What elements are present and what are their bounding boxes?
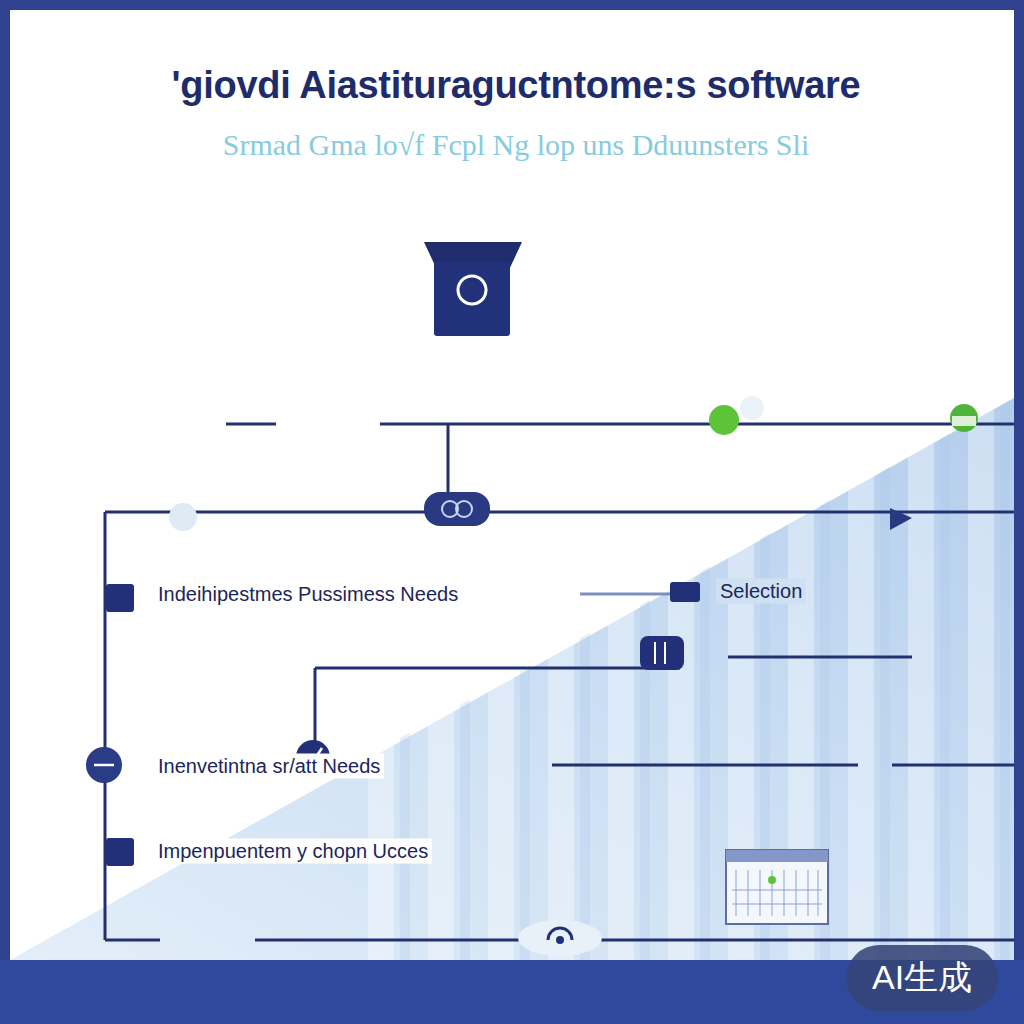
watermark: AI生成 — [846, 945, 998, 1011]
step-label: Impenpuentem y chopn Ucces — [154, 839, 432, 864]
faint-dot — [169, 503, 197, 531]
subtitle: Srmad Gma lo√f Fcpl Ng lop uns Dduunster… — [4, 128, 1024, 162]
calendar-icon — [726, 850, 828, 924]
step-marker — [86, 747, 122, 783]
background-bars — [360, 398, 1014, 960]
signal-icon — [518, 920, 602, 956]
diagram-title: 'giovdi Aiastituraguctntome:s software — [4, 64, 1024, 107]
step-label: Selection — [716, 579, 806, 604]
arrow-head — [890, 508, 912, 530]
step-label: Indeihipestmes Pussimess Needs — [154, 582, 462, 607]
flow-lines — [105, 424, 1014, 940]
background-slope — [10, 398, 1014, 960]
status-dot — [950, 404, 978, 432]
selection-marker — [640, 582, 700, 670]
status-dot — [709, 396, 764, 435]
box-icon — [424, 242, 522, 336]
step-marker — [106, 838, 134, 866]
step-marker — [106, 584, 134, 612]
step-label: Inenvetintna sr/att Needs — [154, 754, 384, 779]
link-symbol — [424, 492, 490, 526]
